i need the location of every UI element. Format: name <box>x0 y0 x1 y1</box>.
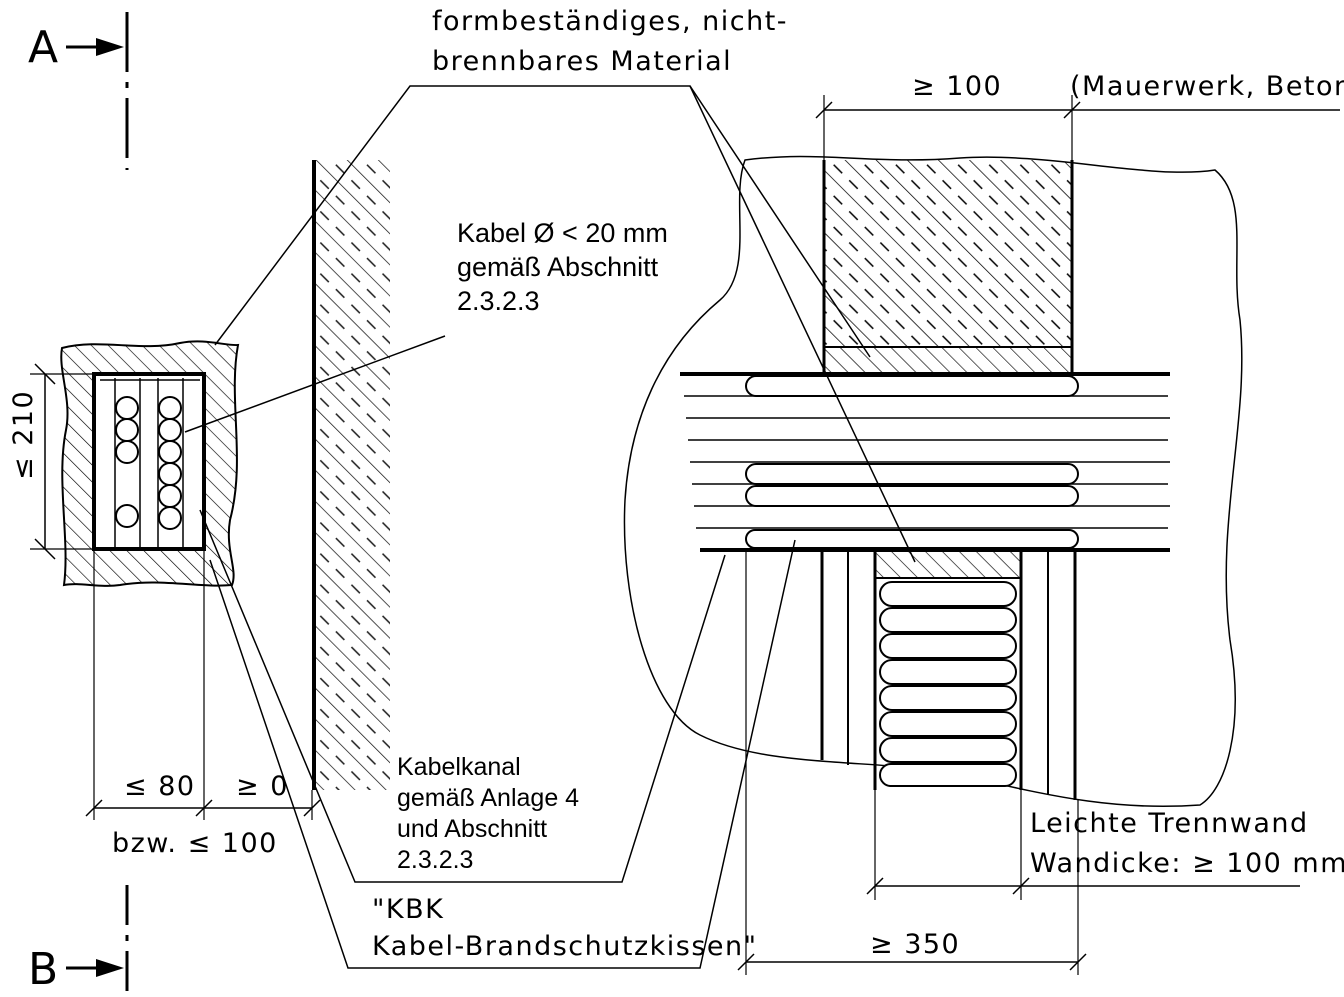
dim-width-label: ≤ 80 <box>124 771 196 802</box>
cable-label-3: 2.3.2.3 <box>457 286 540 316</box>
leader-lines <box>184 85 916 969</box>
detail-breakout-outline <box>623 155 1243 808</box>
section-label-a: A <box>28 22 58 73</box>
cable-label-2: gemäß Abschnitt <box>457 252 659 282</box>
wall-type-label: (Mauerwerk, Beton) <box>1070 71 1344 102</box>
cable-label-1: Kabel Ø < 20 mm <box>457 218 668 248</box>
material-label-2: brennbares Material <box>432 46 732 77</box>
section-mark-a: A <box>28 12 129 170</box>
duct-cross-section: ≤ 210 <box>8 340 321 820</box>
duct-label-1: Kabelkanal <box>397 753 521 781</box>
dim-wall-thickness <box>815 95 1340 160</box>
dim-length-label: ≥ 350 <box>870 929 960 960</box>
masonry-wall <box>822 160 1074 375</box>
duct-label-2: gemäß Anlage 4 <box>397 784 579 812</box>
section-label-b: B <box>28 944 58 995</box>
partition-label-2: Wandicke: ≥ 100 mm <box>1030 848 1344 879</box>
kbk-label-1: "KBK <box>372 894 444 925</box>
dim-gap-label: ≥ 0 <box>236 771 289 802</box>
duct-label-4: 2.3.2.3 <box>397 846 473 874</box>
duct-label-3: und Abschnitt <box>397 815 547 843</box>
partition-label-1: Leichte Trennwand <box>1030 808 1309 839</box>
duct-wall-detail <box>312 160 390 790</box>
dim-partition-thickness <box>866 790 1300 900</box>
light-partition-wall <box>820 549 1077 800</box>
dim-wall-min-label: ≥ 100 <box>912 71 1002 102</box>
kbk-label-2: Kabel-Brandschutzkissen" <box>372 931 758 962</box>
dim-width-alt-label: bzw. ≤ 100 <box>112 828 278 859</box>
cable-duct-side-view <box>680 372 1170 552</box>
material-label-1: formbeständiges, nicht- <box>432 6 788 37</box>
dim-height-label: ≤ 210 <box>8 390 39 480</box>
section-mark-b: B <box>28 885 129 997</box>
